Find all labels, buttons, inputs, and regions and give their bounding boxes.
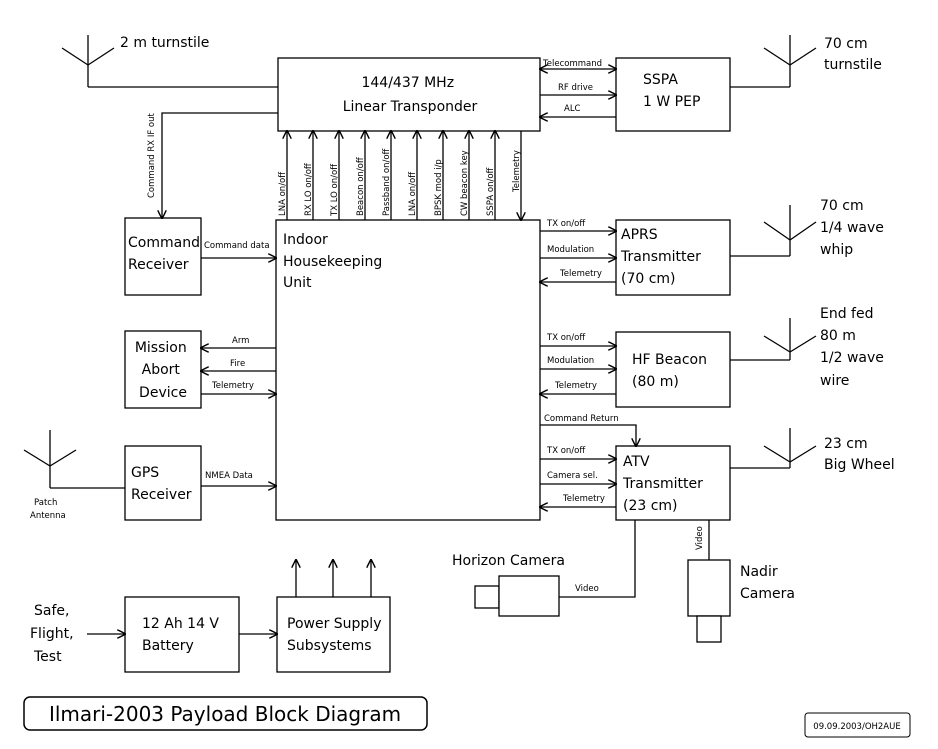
power-input-label: Safe, Flight, Test (30, 603, 78, 665)
vlabel-lna2: LNA on/off (408, 171, 418, 216)
vlabel-tx-lo: TX LO on/off (330, 163, 340, 217)
antenna-70cm-turnstile-label: 70 cm turnstile (824, 36, 882, 73)
date-stamp: 09.09.2003/OH2AUE (804, 712, 911, 738)
svg-text:Power Supply Subsystems: Power Supply Subsystems (287, 616, 386, 654)
rf-drive-label: RF drive (558, 83, 593, 93)
hf-tx-onoff-label: TX on/off (546, 333, 586, 343)
vlabel-rx-lo: RX LO on/off (304, 162, 314, 216)
antenna-2m-label: 2 m turnstile (120, 35, 209, 51)
vlabel-bpsk: BPSK mod i/p (434, 159, 444, 216)
command-rx-if-label: Command RX IF out (147, 112, 157, 198)
aprs-transmitter-block: APRS Transmitter (70 cm) (615, 219, 731, 296)
transponder-block: 144/437 MHz Linear Transponder (277, 57, 541, 132)
svg-text:Command Receiver: Command Receiver (128, 235, 204, 273)
vlabel-cw: CW beacon key (460, 150, 470, 216)
nadir-camera-icon (687, 559, 731, 643)
antenna-2m-icon (61, 35, 278, 88)
svg-text:SSPA 1 W PEP: SSPA 1 W PEP (643, 72, 700, 110)
vlabel-lna: LNA on/off (278, 171, 288, 216)
antenna-70cm-whip-label: 70 cm 1/4 wave whip (820, 198, 888, 258)
housekeeping-block: Indoor Housekeeping Unit (275, 219, 541, 521)
horizon-camera-label: Horizon Camera (452, 553, 565, 569)
fire-label: Fire (230, 359, 245, 369)
antenna-endfed-label: End fed 80 m 1/2 wave wire (820, 306, 888, 389)
svg-text:Ilmari-2003 Payload Block Diag: Ilmari-2003 Payload Block Diagram (49, 702, 401, 726)
nmea-label: NMEA Data (205, 471, 253, 481)
svg-text:Mission Abort Devi: Mission Abort Device (135, 340, 191, 401)
horizon-camera-icon (474, 575, 560, 617)
vlabel-telemetry: Telemetry (512, 150, 522, 193)
mission-abort-block: Mission Abort Device (124, 330, 202, 409)
telecommand-label: Telecommand (542, 59, 602, 69)
antenna-70cm-turnstile-icon (730, 35, 817, 88)
gps-receiver-block: GPS Receiver (124, 445, 202, 521)
antenna-endfed-icon (730, 318, 817, 361)
nadir-camera-label: Nadir Camera (740, 564, 795, 602)
command-rx-if-arrow (162, 112, 278, 218)
diagram-title: Ilmari-2003 Payload Block Diagram (23, 696, 428, 731)
horizon-video-label: Video (575, 584, 599, 594)
alc-label: ALC (564, 104, 581, 114)
camera-sel-label: Camera sel. (547, 471, 598, 481)
aprs-modulation-label: Modulation (547, 245, 594, 255)
vlabel-passband: Passband on/off (382, 147, 392, 216)
command-return-arrow (540, 424, 636, 446)
antenna-23cm-label: 23 cm Big Wheel (824, 436, 895, 473)
horizon-video-line (559, 520, 636, 598)
svg-text:ATV Transmitter (2: ATV Transmitter (23 cm) (622, 454, 707, 514)
svg-text:APRS Transmitter (: APRS Transmitter (70 cm) (620, 227, 705, 287)
atv-tx-onoff-label: TX on/off (546, 446, 586, 456)
svg-text:GPS Receiver: GPS Receiver (131, 465, 192, 503)
aprs-tx-onoff-label: TX on/off (546, 219, 586, 229)
atv-transmitter-block: ATV Transmitter (23 cm) (615, 445, 731, 521)
hf-telemetry-label: Telemetry (554, 381, 597, 391)
command-receiver-block: Command Receiver (124, 217, 204, 296)
abort-telemetry-label: Telemetry (211, 381, 254, 391)
svg-text:09.09.2003/OH2AUE: 09.09.2003/OH2AUE (813, 722, 900, 732)
command-return-label: Command Return (544, 414, 619, 424)
svg-text:12 Ah 14 V Battery: 12 Ah 14 V Battery (142, 616, 223, 654)
svg-text:144/437 MHz Linear Trans: 144/437 MHz Linear Transponder (343, 75, 478, 115)
svg-text:Indoor Housekeeping: Indoor Housekeeping Unit (283, 232, 387, 291)
power-supply-block: Power Supply Subsystems (276, 596, 391, 673)
svg-text:HF Beacon (80 m): HF Beacon (80 m) (632, 352, 711, 390)
arm-label: Arm (232, 336, 249, 346)
antenna-70cm-whip-icon (730, 205, 817, 257)
antenna-patch-icon (23, 430, 125, 489)
atv-telemetry-label: Telemetry (562, 494, 605, 504)
antenna-patch-label: Patch Antenna (30, 498, 66, 521)
vlabel-beacon: Beacon on/off (356, 156, 366, 216)
battery-block: 12 Ah 14 V Battery (124, 596, 240, 673)
aprs-telemetry-label: Telemetry (559, 269, 602, 279)
command-data-label: Command data (204, 241, 270, 251)
vlabel-sspa: SSPA on/off (486, 166, 496, 216)
hf-beacon-block: HF Beacon (80 m) (615, 331, 731, 408)
hf-modulation-label: Modulation (547, 356, 594, 366)
nadir-video-label: Video (695, 526, 705, 550)
sspa-block: SSPA 1 W PEP (615, 57, 731, 132)
antenna-23cm-icon (730, 428, 817, 469)
